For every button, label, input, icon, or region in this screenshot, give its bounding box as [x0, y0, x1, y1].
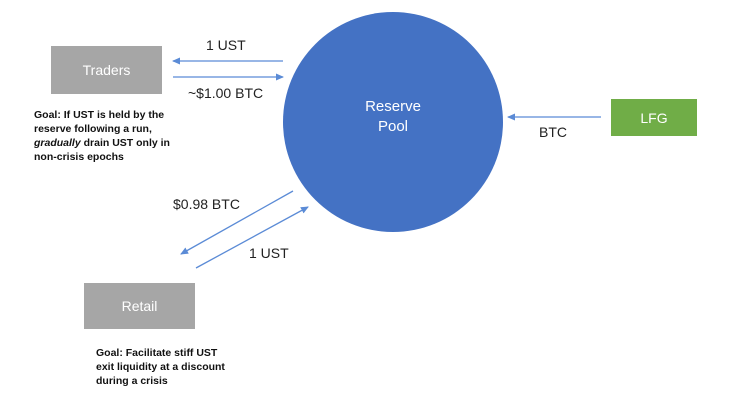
edge-label-retail-to-pool: 1 UST	[249, 245, 289, 261]
traders-goal-emphasis: gradually	[34, 137, 81, 149]
arrow-retail-to-pool	[195, 206, 309, 269]
traders-goal-part1: Goal: If UST is held by the reserve foll…	[34, 109, 165, 135]
traders-goal-text: Goal: If UST is held by the reserve foll…	[34, 108, 174, 164]
reserve-pool-label-line1: Reserve	[365, 98, 421, 115]
lfg-label: LFG	[640, 109, 668, 126]
retail-goal-text: Goal: Facilitate stiff UST exit liquidit…	[96, 347, 225, 387]
edge-label-traders-to-pool: ~$1.00 BTC	[188, 85, 264, 101]
edge-label-lfg-to-pool: BTC	[539, 124, 567, 140]
retail-box: Retail	[84, 283, 195, 329]
arrow-pool-to-retail	[180, 190, 294, 255]
reserve-pool-label-line2: Pool	[377, 118, 409, 135]
reserve-pool-circle	[283, 12, 503, 232]
traders-goal-part2: drain UST only in non-crisis epochs	[34, 137, 170, 163]
reserve-pool-label: Reserve Pool	[343, 97, 443, 137]
edge-label-pool-to-retail: $0.98 BTC	[173, 196, 240, 212]
edge-label-pool-to-traders: 1 UST	[206, 37, 246, 53]
retail-label: Retail	[121, 298, 158, 314]
lfg-box: LFG	[611, 99, 697, 136]
traders-label: Traders	[82, 62, 131, 78]
traders-box: Traders	[51, 46, 162, 94]
